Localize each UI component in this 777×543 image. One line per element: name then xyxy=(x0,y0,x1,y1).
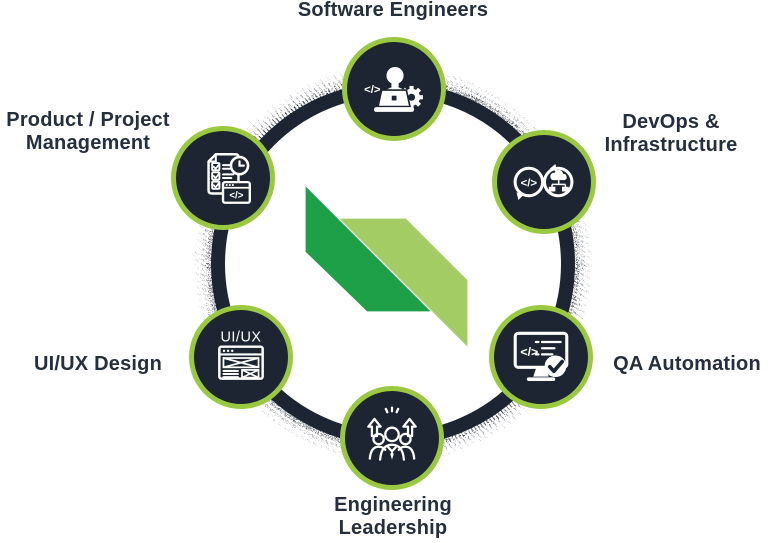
uiux-icon-text: UI/UX xyxy=(220,330,261,346)
label-qa-automation: QA Automation xyxy=(613,353,761,376)
cloud-network-icon xyxy=(548,169,569,192)
company-logo xyxy=(304,183,469,350)
label-uiux-design: UI/UX Design xyxy=(34,353,162,376)
label-software-engineers: Software Engineers xyxy=(298,0,488,22)
label-engineering-leadership: Engineering Leadership xyxy=(334,494,452,540)
uiux-wireframe-icon: UI/UX xyxy=(218,330,264,380)
label-line: QA Automation xyxy=(613,353,761,375)
code-glyph: </> xyxy=(521,177,538,189)
label-devops-infrastructure: DevOps & Infrastructure xyxy=(605,111,738,157)
code-glyph: </> xyxy=(364,84,381,96)
label-line: Product / Project xyxy=(6,109,170,131)
checklist-clock-code-icon: </> xyxy=(207,153,251,204)
node-devops-infrastructure: </> xyxy=(492,130,596,234)
developer-laptop-gear-icon: </> xyxy=(364,67,423,112)
node-software-engineers: </> xyxy=(342,37,446,141)
code-glyph: </> xyxy=(520,345,538,359)
node-uiux-design: UI/UX xyxy=(189,305,293,409)
logo-dark-stripe xyxy=(304,183,434,313)
code-glyph: </> xyxy=(229,191,243,202)
node-engineering-leadership xyxy=(340,386,444,490)
check-badge-icon xyxy=(544,355,567,378)
up-arrow-icon xyxy=(367,417,382,438)
leadership-team-arrows-icon xyxy=(367,406,417,461)
clock-icon xyxy=(229,155,250,176)
label-line: Software Engineers xyxy=(297,0,489,21)
label-line: Infrastructure xyxy=(604,134,738,156)
code-window-icon: </> xyxy=(221,180,251,204)
qa-monitor-check-icon: </> xyxy=(513,331,569,381)
label-product-project-management: Product / Project Management xyxy=(6,109,169,155)
label-line: Management xyxy=(25,132,151,154)
label-line: UI/UX Design xyxy=(34,353,162,375)
label-line: DevOps & xyxy=(622,111,720,133)
tie xyxy=(390,451,394,460)
node-qa-automation: </> xyxy=(489,305,593,409)
devops-infinity-cloud-icon: </> xyxy=(513,164,574,200)
up-arrow-icon xyxy=(402,417,417,438)
arrow-head xyxy=(516,192,525,200)
label-line: Engineering xyxy=(334,494,452,516)
label-line: Leadership xyxy=(338,517,448,539)
arrow-head xyxy=(549,164,558,172)
node-product-project-management: </> xyxy=(171,126,275,230)
